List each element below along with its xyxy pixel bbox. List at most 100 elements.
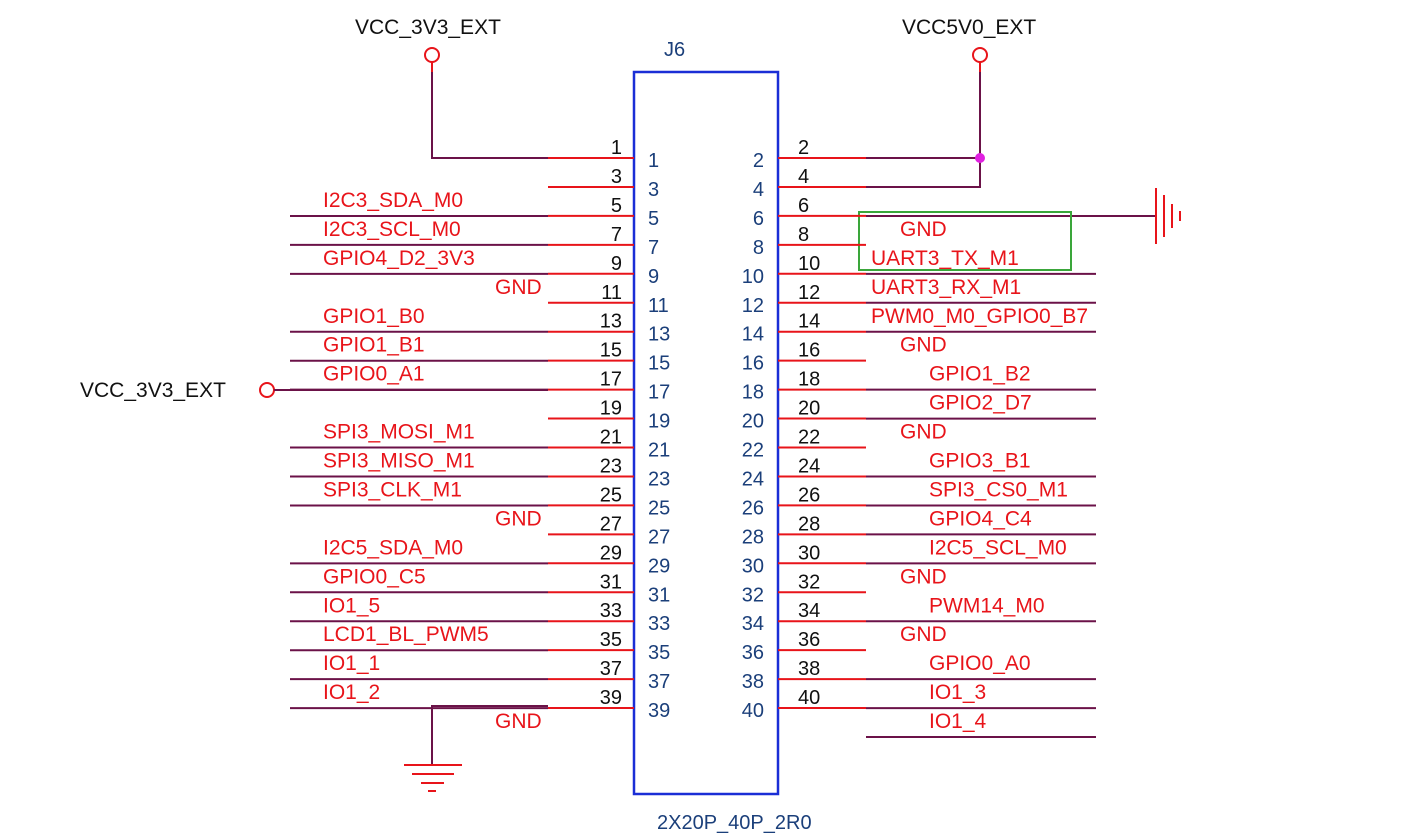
body-left-number: 13 — [648, 324, 670, 346]
left-net-label: GPIO1_B0 — [323, 305, 425, 328]
right-net-label: PWM14_M0 — [929, 594, 1045, 617]
right-net-label: I2C5_SCL_M0 — [929, 536, 1067, 559]
body-left-number: 17 — [648, 382, 670, 404]
body-right-number: 8 — [753, 237, 764, 259]
body-left-number: 23 — [648, 468, 670, 490]
left-net-label: GPIO1_B1 — [323, 334, 425, 357]
body-right-number: 16 — [742, 353, 764, 375]
body-left-number: 11 — [648, 295, 669, 317]
left-pin-number: 15 — [600, 340, 622, 362]
right-pin-number: 22 — [798, 427, 820, 449]
pin6-ground-icon — [1155, 188, 1181, 244]
right-net-label: GPIO1_B2 — [929, 363, 1031, 386]
left-pin-number: 13 — [600, 311, 622, 333]
body-left-number: 3 — [648, 179, 659, 201]
body-left-number: 33 — [648, 613, 670, 635]
right-net-label: GND — [900, 565, 947, 588]
left-net-label: GND — [495, 710, 542, 733]
body-left-number: 21 — [648, 440, 670, 462]
pin39-ground-icon — [404, 764, 462, 792]
left-net-label: SPI3_MOSI_M1 — [323, 421, 475, 444]
left-pin-number: 23 — [600, 455, 622, 477]
vcc3v3-top-wire — [431, 72, 548, 159]
pin39-gnd-wire — [431, 705, 548, 765]
vcc5v0-label: VCC5V0_EXT — [902, 16, 1036, 39]
right-net-label: IO1_4 — [929, 710, 987, 733]
right-pin-number: 4 — [798, 166, 809, 188]
body-right-number: 20 — [742, 411, 764, 433]
right-pin-number: 36 — [798, 629, 820, 651]
body-right-number: 34 — [742, 613, 764, 635]
left-net-label: SPI3_MISO_M1 — [323, 450, 475, 473]
body-left-number: 15 — [648, 353, 670, 375]
right-net-label: GPIO2_D7 — [929, 392, 1032, 415]
body-right-number: 10 — [742, 266, 764, 288]
body-left-number: 5 — [648, 208, 659, 230]
body-right-number: 4 — [753, 179, 764, 201]
left-net-label: GND — [495, 507, 542, 530]
body-right-number: 14 — [742, 324, 764, 346]
right-net-label: IO1_3 — [929, 681, 986, 704]
right-pin-number: 6 — [798, 195, 809, 217]
right-pin-column: 246GND8UART3_TX_M110UART3_RX_M112PWM0_M0… — [778, 137, 1096, 739]
right-net-label: GND — [900, 421, 947, 444]
right-pin-number: 24 — [798, 455, 820, 477]
right-net-label: PWM0_M0_GPIO0_B7 — [871, 305, 1088, 328]
right-net-label: GND — [900, 623, 947, 646]
right-net-label: GPIO0_A0 — [929, 652, 1031, 675]
vcc5v0-junction — [975, 153, 985, 163]
body-left-number: 31 — [648, 584, 670, 606]
right-net-label: GPIO4_C4 — [929, 507, 1032, 530]
body-left-number: 1 — [648, 150, 659, 172]
left-pin-number: 1 — [611, 137, 622, 159]
left-pin-number: 27 — [600, 513, 622, 535]
left-pin-number: 21 — [600, 427, 622, 449]
left-pin-number: 37 — [600, 658, 622, 680]
left-net-label: SPI3_CLK_M1 — [323, 478, 462, 501]
connector-footprint: 2X20P_40P_2R0 — [657, 812, 812, 834]
vcc3v3-top-label: VCC_3V3_EXT — [355, 16, 501, 39]
body-left-number: 27 — [648, 526, 670, 548]
right-pin-number: 28 — [798, 513, 820, 535]
vcc5v0-power-port — [972, 47, 988, 63]
body-right-number: 18 — [742, 382, 764, 404]
uart3-highlight-box — [858, 211, 1072, 271]
left-pin-number: 25 — [600, 484, 622, 506]
right-pin-number: 38 — [798, 658, 820, 680]
body-left-number: 7 — [648, 237, 659, 259]
body-right-number: 6 — [753, 208, 764, 230]
body-left-number: 39 — [648, 700, 670, 722]
left-pin-number: 19 — [600, 398, 622, 420]
right-pin-number: 34 — [798, 600, 820, 622]
body-right-number: 2 — [753, 150, 764, 172]
right-pin-number: 20 — [798, 398, 820, 420]
left-net-label: GND — [495, 276, 542, 299]
right-net-label: GND — [900, 218, 947, 241]
left-pin-number: 39 — [600, 687, 622, 709]
right-pin-number: 8 — [798, 224, 809, 246]
right-pin-number: 14 — [798, 311, 820, 333]
body-right-number: 26 — [742, 497, 764, 519]
left-net-label: I2C3_SDA_M0 — [323, 189, 463, 212]
right-net-label: UART3_RX_M1 — [871, 276, 1021, 299]
body-left-number: 37 — [648, 671, 670, 693]
vcc3v3-top-power-port — [424, 47, 440, 63]
right-net-label: SPI3_CS0_M1 — [929, 478, 1068, 501]
left-net-label: GPIO0_A1 — [323, 363, 425, 386]
vcc5v0-wire — [866, 72, 981, 188]
left-pin-number: 33 — [600, 600, 622, 622]
body-right-number: 12 — [742, 295, 764, 317]
left-net-label: LCD1_BL_PWM5 — [323, 623, 489, 646]
left-pin-number: 3 — [611, 166, 622, 188]
body-right-number: 36 — [742, 642, 764, 664]
right-net-label: GPIO3_B1 — [929, 450, 1031, 473]
left-pin-number: 7 — [611, 224, 622, 246]
body-left-number: 19 — [648, 411, 670, 433]
body-right-number: 28 — [742, 526, 764, 548]
body-right-number: 24 — [742, 468, 764, 490]
left-net-label: I2C3_SCL_M0 — [323, 218, 461, 241]
left-net-label: GPIO0_C5 — [323, 565, 426, 588]
right-pin-number: 26 — [798, 484, 820, 506]
